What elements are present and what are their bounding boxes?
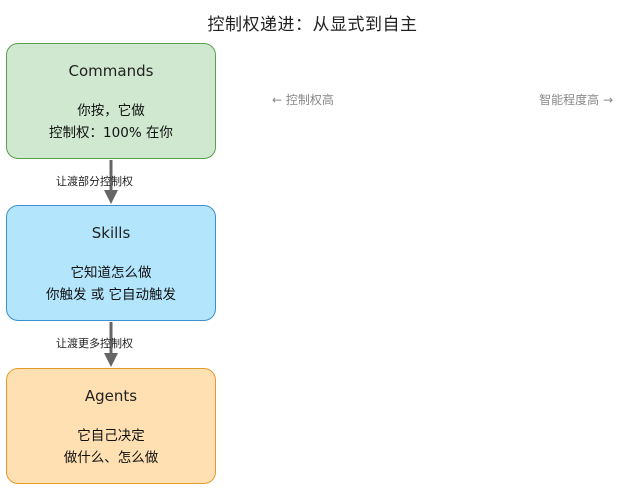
arrowhead-commands-to-skills	[104, 190, 118, 204]
stage-name: Skills	[91, 224, 131, 242]
stage-name: Commands	[68, 62, 154, 80]
transition-label-more: 让渡更多控制权	[56, 337, 133, 350]
transition-label-partial: 让渡部分控制权	[56, 175, 133, 188]
stage-description: 它自己决定	[77, 428, 145, 444]
diagram-title: 控制权递进：从显式到自主	[207, 15, 418, 35]
stage-box-commands: Commands 你按，它做 控制权：100% 在你	[6, 43, 216, 159]
axis-label-control-high: ← 控制权高	[272, 93, 334, 107]
axis-label-intelligence-high: 智能程度高 →	[539, 93, 613, 107]
stage-description: 你按，它做	[77, 103, 145, 119]
stage-trigger: 你触发 或 它自动触发	[45, 287, 177, 303]
arrowhead-skills-to-agents	[104, 353, 118, 367]
stage-description: 它知道怎么做	[70, 265, 152, 281]
stage-name: Agents	[84, 387, 138, 405]
stage-box-skills: Skills 它知道怎么做 你触发 或 它自动触发	[6, 205, 216, 321]
stage-control-level: 控制权：100% 在你	[49, 125, 173, 141]
stage-autonomy: 做什么、怎么做	[63, 450, 159, 466]
stage-box-agents: Agents 它自己决定 做什么、怎么做	[6, 368, 216, 484]
